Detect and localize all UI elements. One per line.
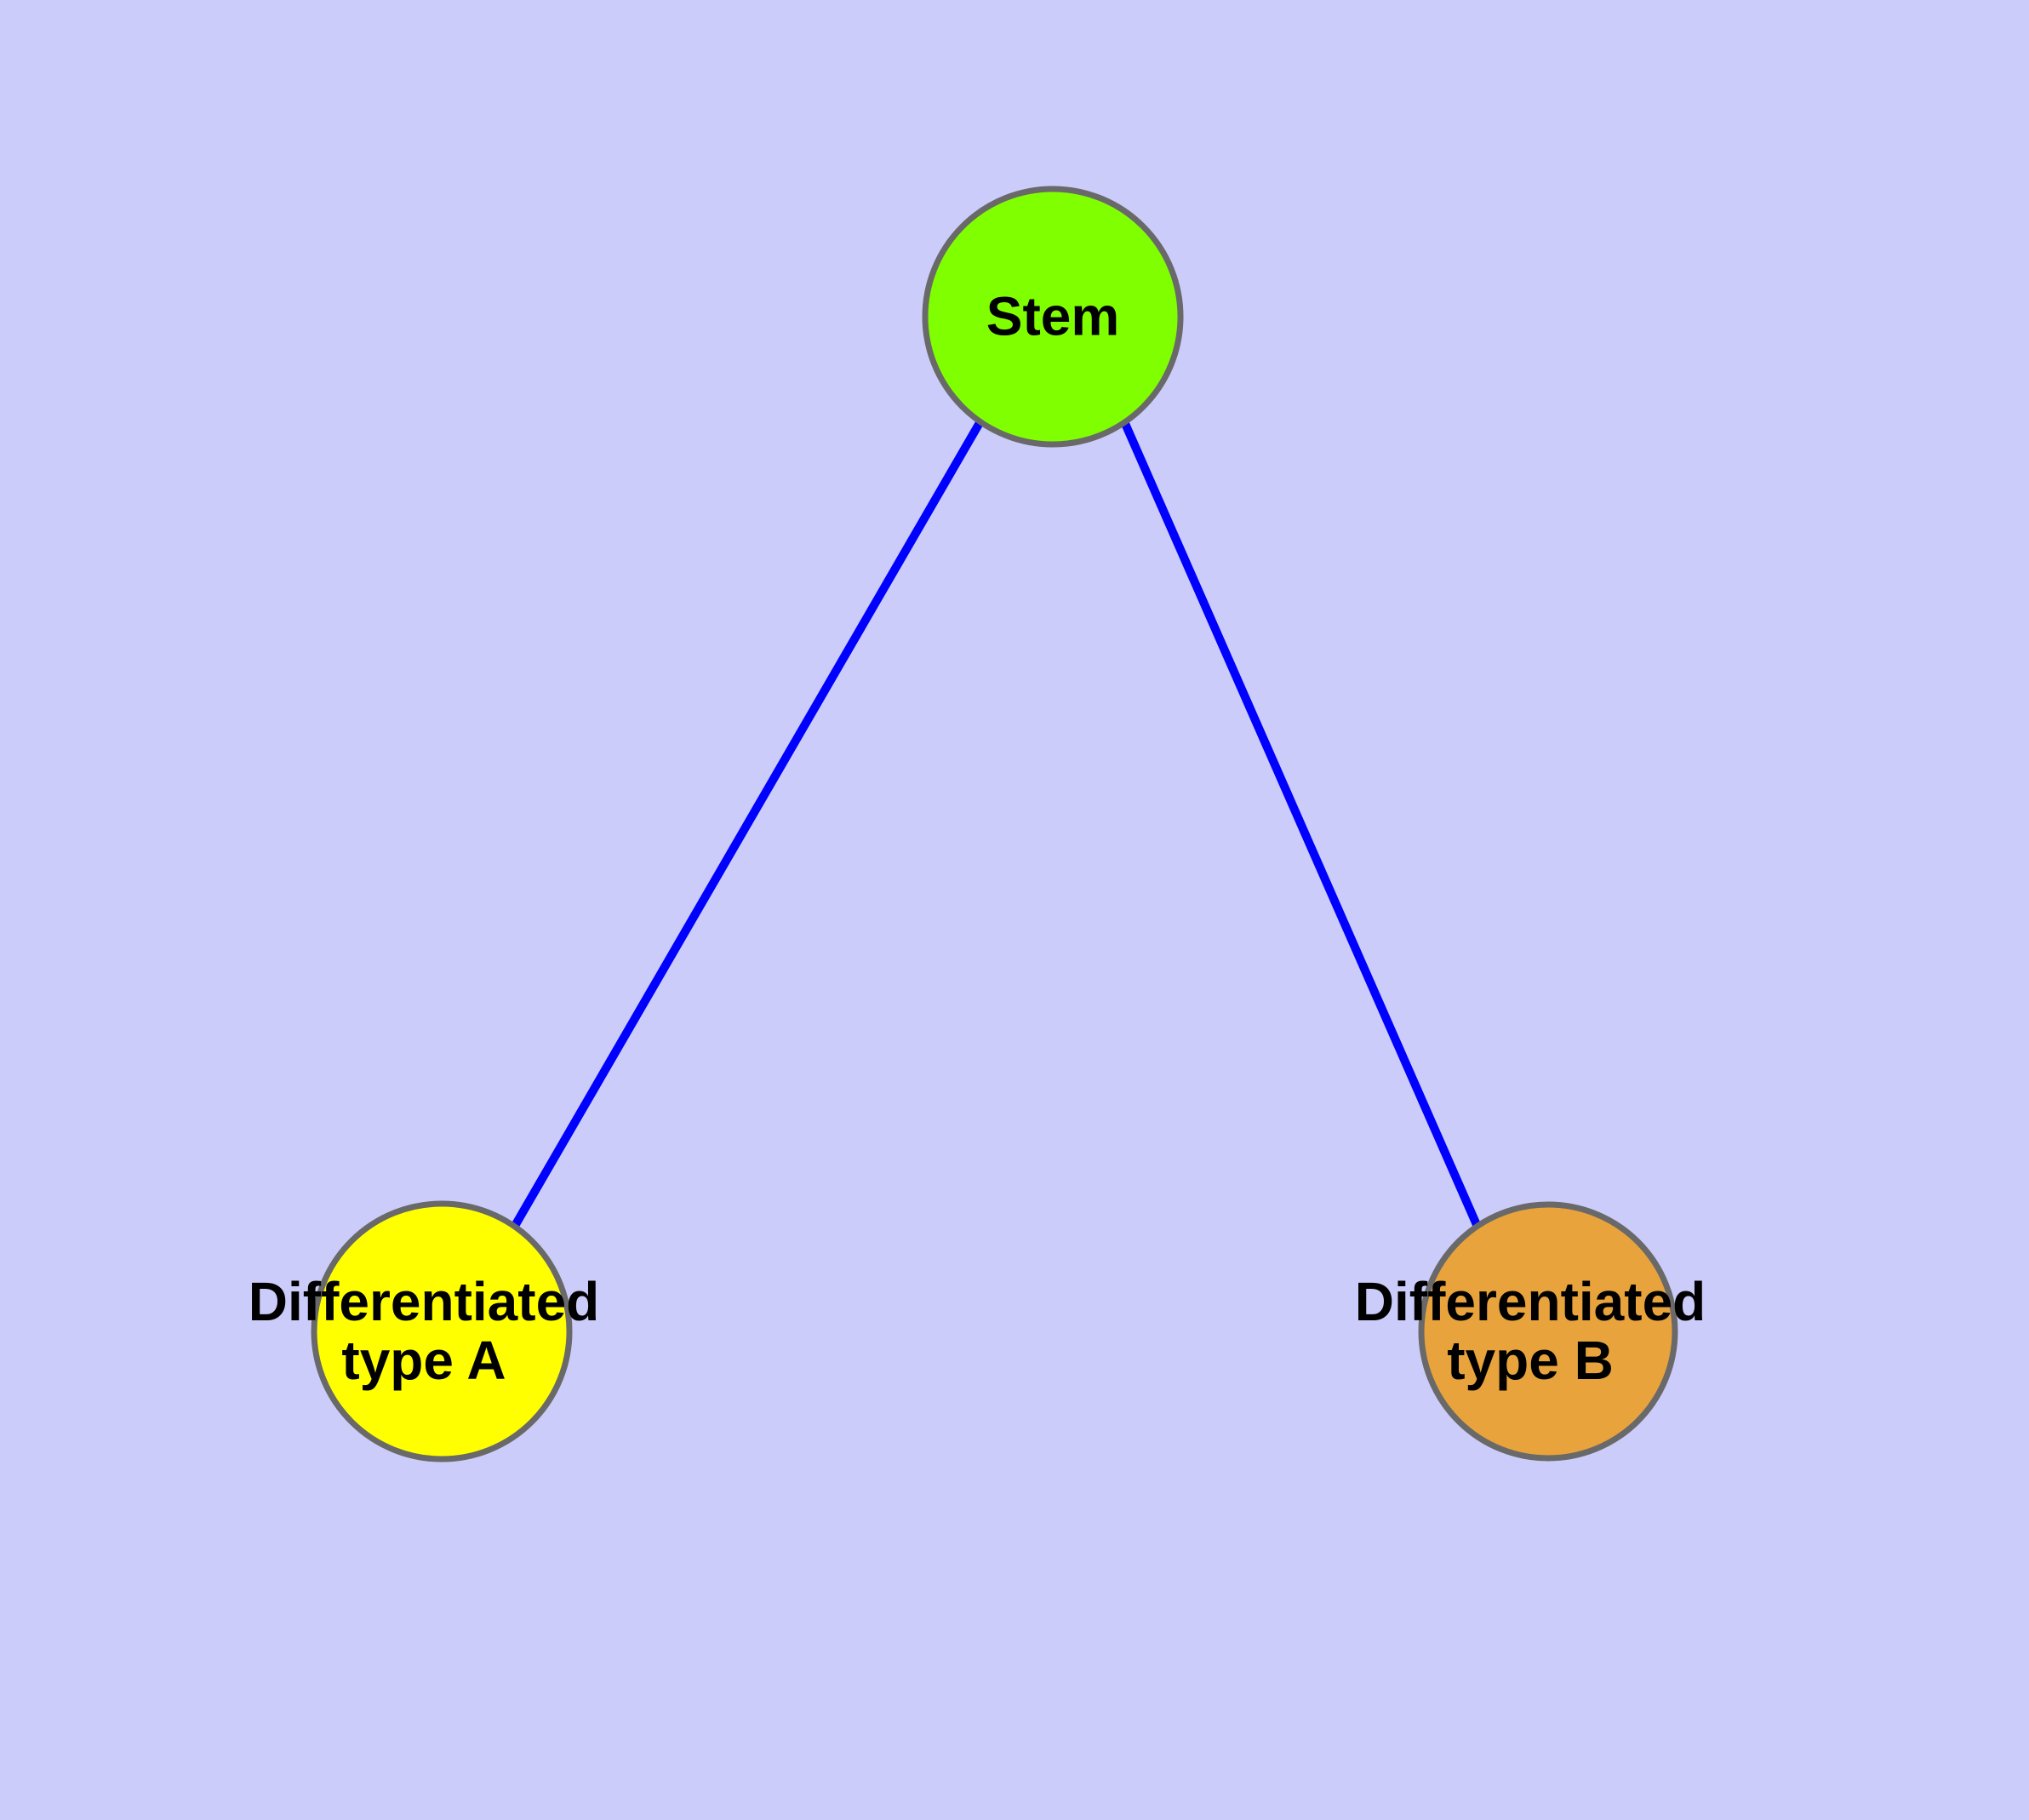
edge-layer <box>511 417 1482 1229</box>
node-layer <box>311 186 1678 1462</box>
graph-node-stem[interactable] <box>922 186 1184 448</box>
graph-edge[interactable] <box>511 419 985 1228</box>
graph-edge[interactable] <box>1119 417 1482 1229</box>
graph-node-diff_a[interactable] <box>311 1200 573 1462</box>
graph-node-diff_b[interactable] <box>1418 1201 1678 1462</box>
